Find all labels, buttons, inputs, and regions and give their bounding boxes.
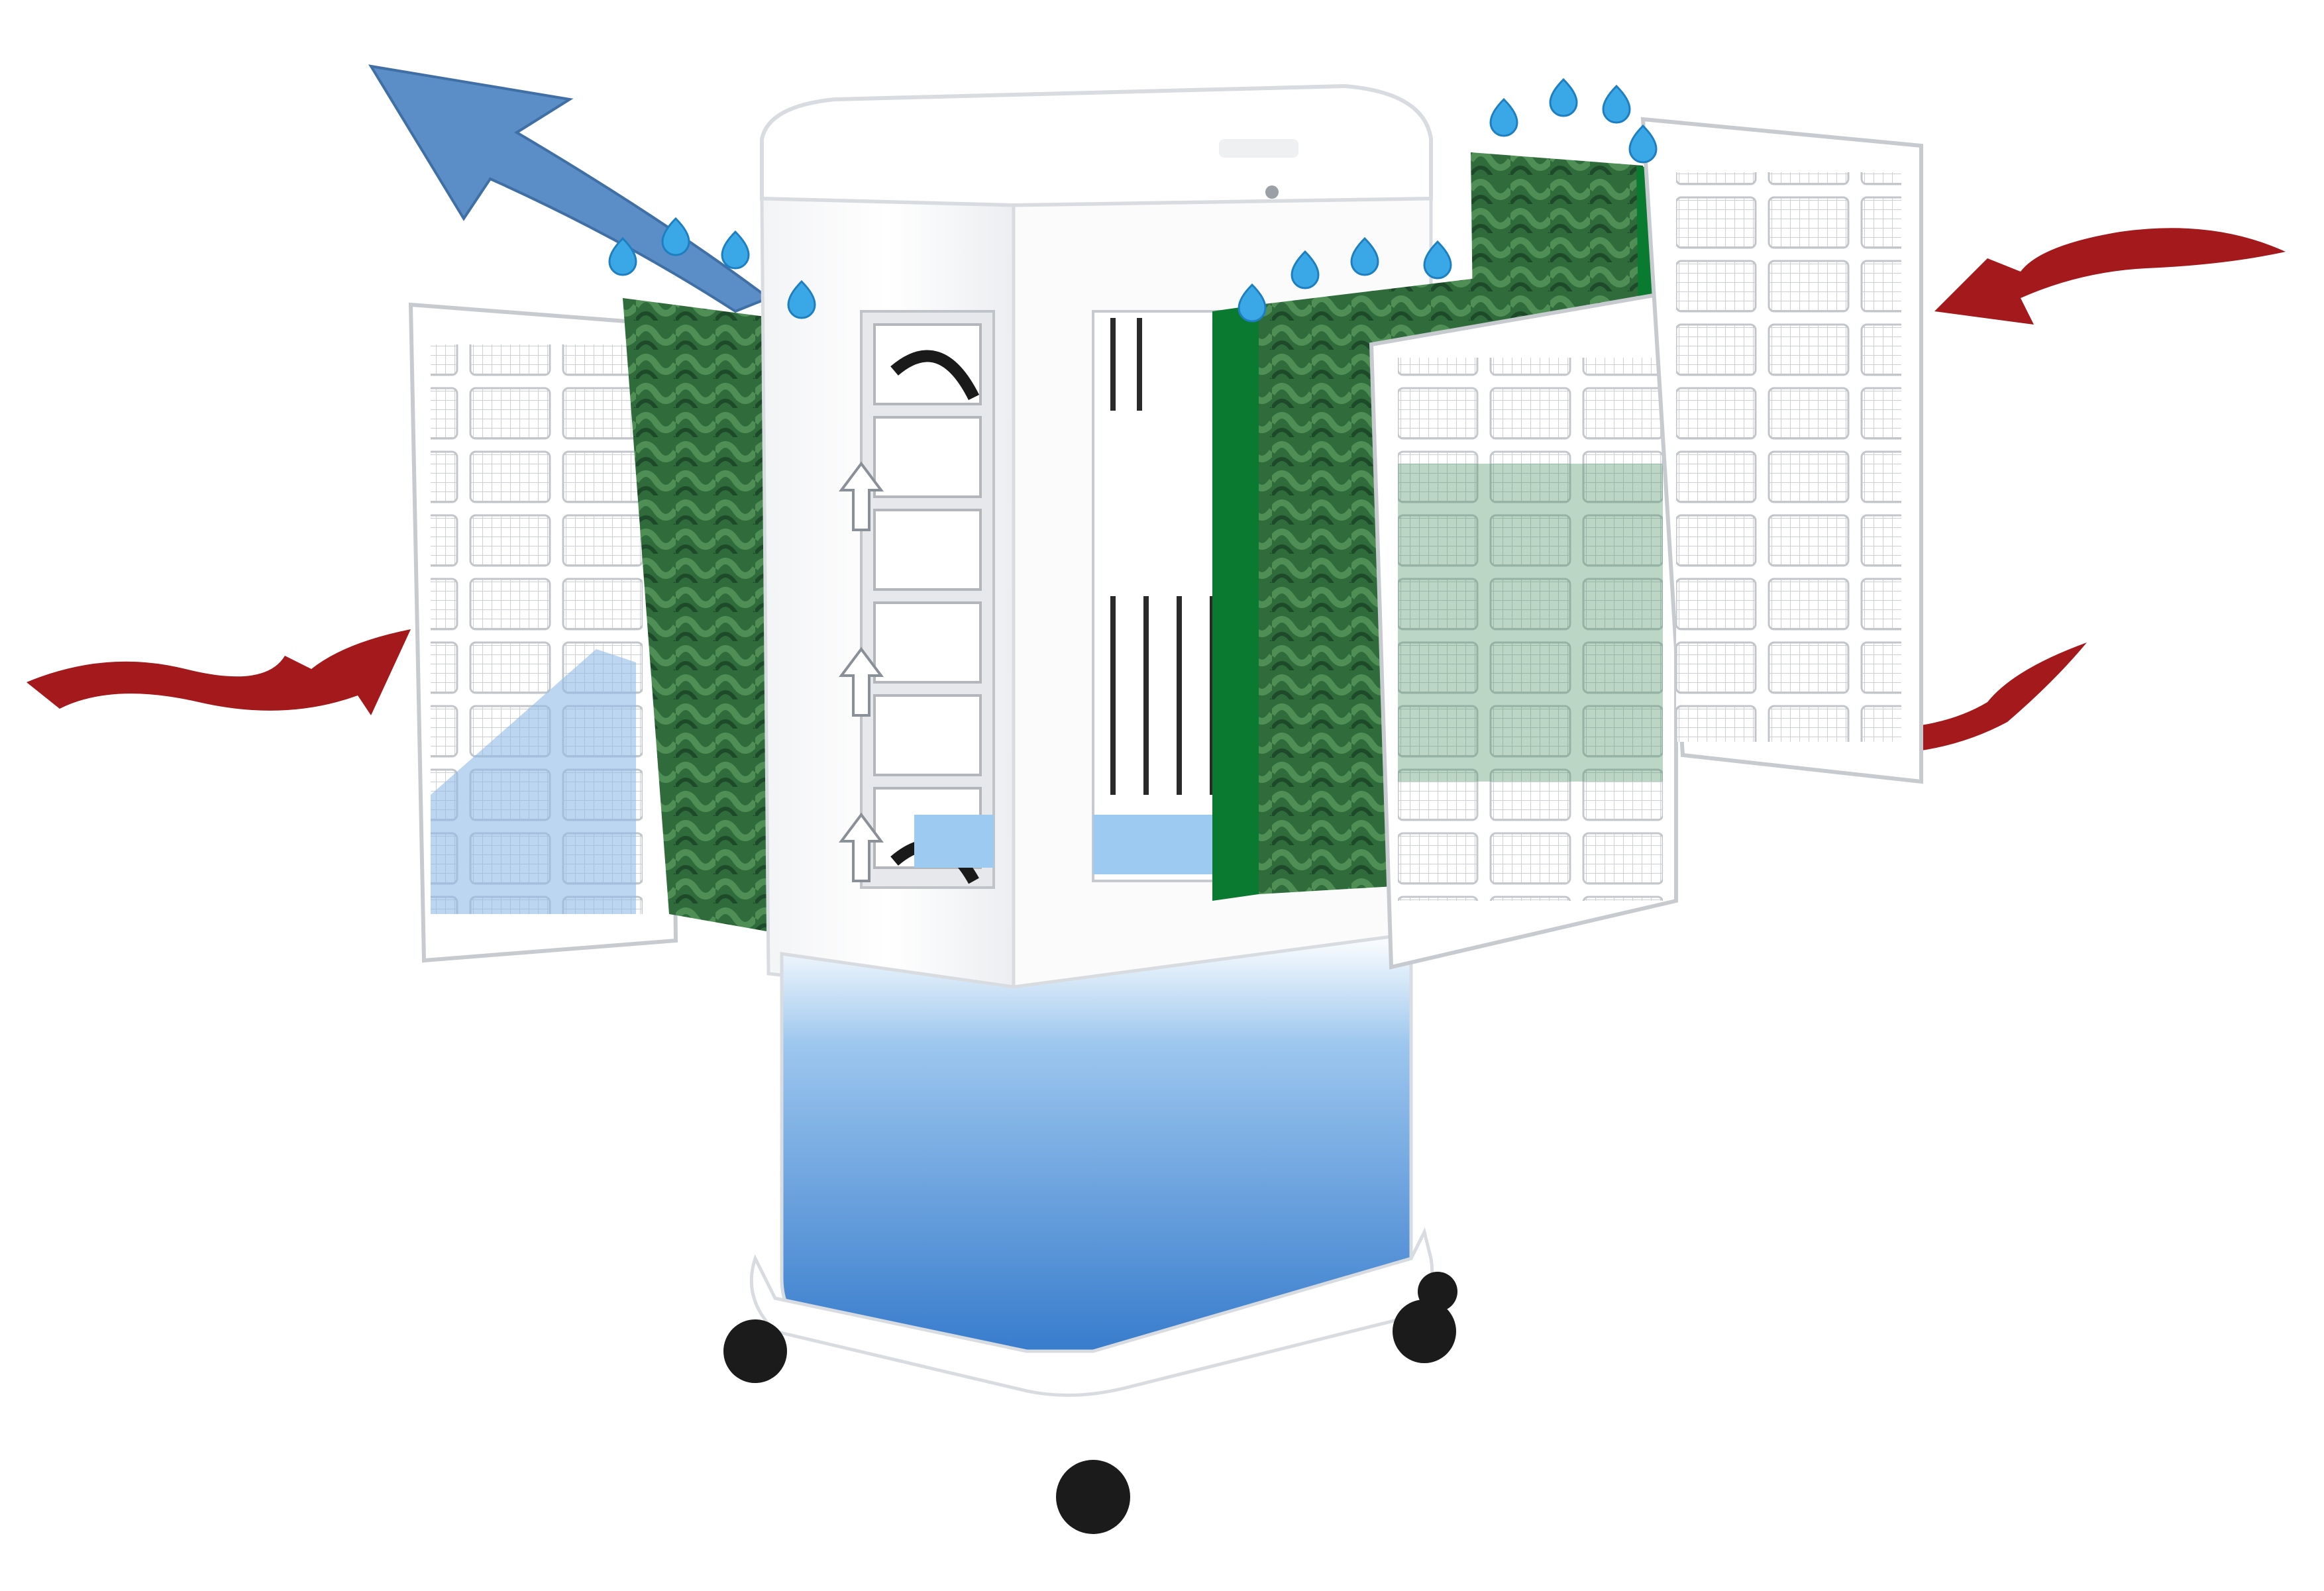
water-drop-icon	[721, 230, 750, 270]
water-drop-icon	[787, 280, 816, 319]
cool-air-outlet-arrow	[368, 64, 772, 313]
red-arrow-icon	[26, 629, 411, 715]
warm-air-inlet-arrow-left	[26, 629, 411, 715]
water-drop-icon	[1602, 84, 1631, 124]
water-drop-icon	[1549, 77, 1578, 117]
top-cover	[760, 83, 1433, 208]
blue-arrow-icon	[368, 64, 772, 313]
water-drop-icon	[1291, 250, 1320, 289]
wheel-icon	[723, 1319, 787, 1383]
water-tray	[914, 815, 994, 868]
water-drop-icon	[608, 236, 637, 276]
control-panel	[1219, 139, 1298, 158]
water-drop-icon	[1423, 240, 1452, 280]
blue-arrow-icon	[431, 649, 636, 914]
water-drop-icon	[1350, 236, 1379, 276]
water-drop-icon	[1628, 124, 1658, 164]
right-front-filter-panel	[1369, 289, 1678, 970]
base-tray	[749, 1227, 1434, 1397]
water-tank	[749, 932, 1434, 1397]
sensor-icon	[1265, 185, 1279, 199]
up-arrow-icon	[839, 461, 884, 531]
wheel-icon	[1056, 1460, 1130, 1534]
warm-air-inlet-arrow-top-right	[1934, 228, 2286, 325]
fan-grille	[860, 310, 995, 889]
up-arrow-icon	[839, 646, 884, 717]
left-filter-panel	[408, 302, 678, 963]
caster-wheels	[723, 1272, 1457, 1534]
red-arrow-icon	[1934, 228, 2286, 325]
up-arrow-icon	[839, 812, 884, 882]
water-droplets	[608, 77, 1658, 323]
red-arrow-icon	[1590, 609, 2087, 754]
water-drop-icon	[1238, 283, 1267, 323]
right-rear-filter-panel	[1640, 117, 1923, 784]
water-drop-icon	[661, 217, 690, 256]
wheel-icon	[1393, 1300, 1456, 1363]
water-drop-icon	[1489, 97, 1518, 137]
wheel-icon	[1418, 1272, 1457, 1311]
